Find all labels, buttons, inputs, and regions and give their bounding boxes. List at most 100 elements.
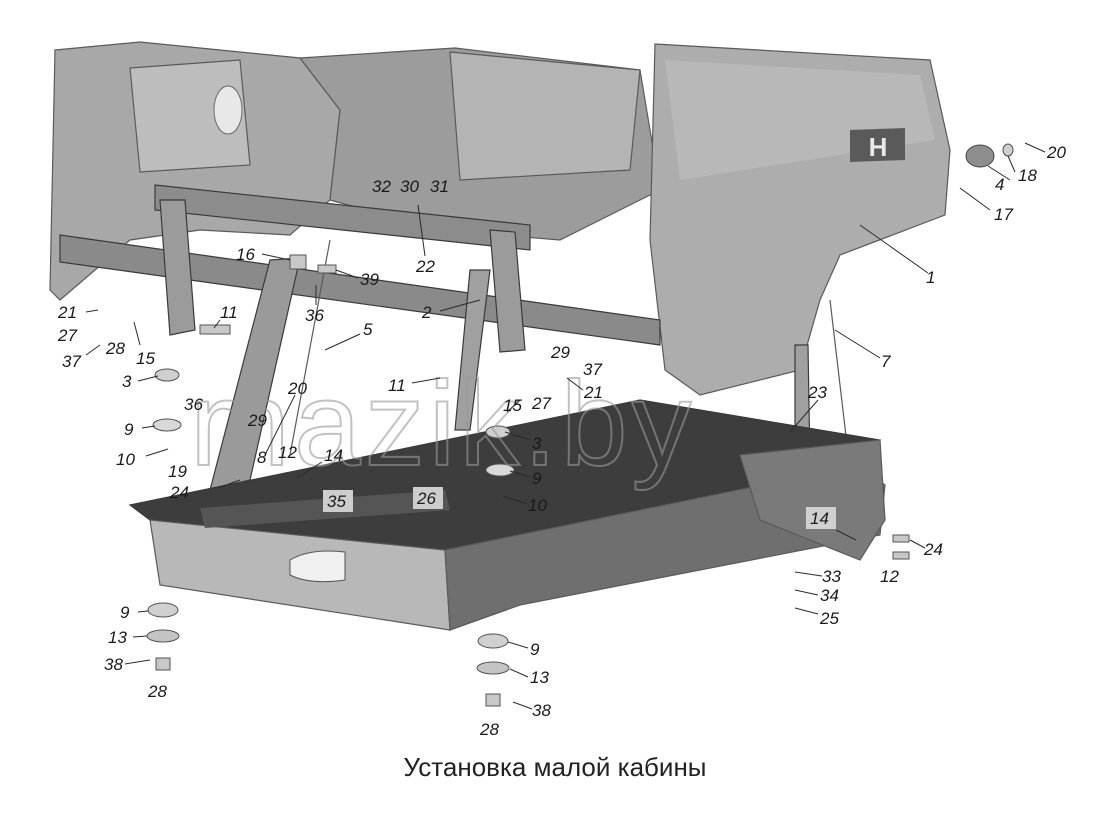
callout-9b: 9 bbox=[532, 469, 542, 488]
leader-c11a bbox=[213, 319, 221, 329]
leader-c3b bbox=[504, 431, 531, 441]
leader-c18 bbox=[1007, 155, 1016, 173]
callout-15b: 15 bbox=[503, 396, 522, 415]
callout-37b: 37 bbox=[583, 360, 602, 379]
bushing-4 bbox=[965, 144, 995, 168]
callout-17: 17 bbox=[994, 205, 1013, 224]
callout-1: 1 bbox=[926, 268, 935, 287]
callout-9c: 9 bbox=[120, 603, 130, 622]
middle-bracket bbox=[489, 229, 526, 353]
leader-c13b bbox=[509, 668, 529, 678]
callout-11a: 11 bbox=[220, 303, 238, 322]
cab-rear-wall: H bbox=[49, 41, 951, 396]
callout-22: 22 bbox=[415, 257, 435, 276]
callout-37a: 37 bbox=[62, 352, 81, 371]
callout-29b: 29 bbox=[247, 411, 267, 430]
washer-lower-mid-13 bbox=[476, 661, 510, 675]
leader-c38a bbox=[124, 659, 151, 665]
leader-c24b bbox=[909, 539, 926, 549]
callout-27a: 27 bbox=[57, 326, 77, 345]
lower-crossbar bbox=[59, 234, 661, 346]
washer-lower-left-13 bbox=[146, 629, 180, 643]
callout-14b: 14 bbox=[810, 509, 829, 528]
callout-31: 31 bbox=[430, 177, 449, 196]
callout-13a: 13 bbox=[108, 628, 127, 647]
callout-12b: 12 bbox=[880, 567, 899, 586]
leader-c16 bbox=[261, 253, 291, 261]
leader-c11b bbox=[411, 377, 441, 384]
leader-c15b bbox=[506, 399, 521, 413]
diagram-caption: Установка малой кабины bbox=[403, 752, 707, 782]
leader-c23 bbox=[789, 399, 819, 433]
callout-38a: 38 bbox=[104, 655, 123, 674]
callout-9d: 9 bbox=[530, 640, 540, 659]
callout-39: 39 bbox=[360, 270, 379, 289]
callout-2: 2 bbox=[421, 303, 432, 322]
callout-10a: 10 bbox=[116, 450, 135, 469]
callout-27b: 27 bbox=[531, 394, 551, 413]
leader-c3a bbox=[137, 375, 159, 382]
leader-c22 bbox=[417, 204, 426, 257]
bolt-39 bbox=[317, 264, 337, 274]
callout-3b: 3 bbox=[532, 434, 542, 453]
callout-4: 4 bbox=[995, 175, 1004, 194]
torsion-plate-assembly bbox=[209, 239, 861, 556]
washer-left-9 bbox=[152, 418, 182, 432]
leader-c21a bbox=[85, 309, 99, 313]
leader-c2 bbox=[439, 299, 481, 312]
rod-5 bbox=[289, 239, 331, 456]
mount-cushion-left-3 bbox=[154, 368, 180, 382]
callout-10b: 10 bbox=[528, 496, 547, 515]
leader-c25 bbox=[794, 607, 819, 615]
callout-33: 33 bbox=[822, 567, 841, 586]
callout-15a: 15 bbox=[136, 349, 155, 368]
leader-c5 bbox=[324, 333, 361, 351]
callout-14b-box bbox=[806, 507, 836, 529]
leader-c20a bbox=[1024, 142, 1046, 153]
callout-38b: 38 bbox=[532, 701, 551, 720]
middle-panel-window bbox=[449, 51, 641, 181]
washer-lower-left-9 bbox=[147, 602, 179, 618]
bolt-24a bbox=[892, 534, 910, 543]
callout-14a: 14 bbox=[324, 446, 343, 465]
callout-16: 16 bbox=[236, 245, 255, 264]
callout-28b: 28 bbox=[147, 682, 167, 701]
nut-lower-left-28 bbox=[155, 657, 171, 671]
leader-c9d bbox=[507, 641, 529, 649]
callout-26: 26 bbox=[416, 489, 436, 508]
leader-c9b bbox=[509, 470, 531, 478]
callout-35: 35 bbox=[327, 492, 346, 511]
leader-c21b bbox=[566, 377, 584, 391]
callout-3a: 3 bbox=[122, 372, 132, 391]
callout-26-box bbox=[413, 487, 443, 509]
left-panel-cutout bbox=[129, 59, 251, 173]
upper-crossbar bbox=[154, 184, 531, 251]
callout-19: 19 bbox=[168, 462, 187, 481]
callout-23: 23 bbox=[807, 383, 827, 402]
leader-c14b bbox=[835, 529, 857, 541]
left-rear-panel bbox=[49, 41, 341, 301]
callout-28c: 28 bbox=[479, 720, 499, 739]
callout-21b: 21 bbox=[583, 383, 603, 402]
leader-c20b bbox=[264, 394, 296, 456]
leader-c15a bbox=[133, 321, 141, 346]
callout-12a: 12 bbox=[278, 443, 297, 462]
leader-c34 bbox=[794, 589, 819, 596]
leader-c14a bbox=[296, 461, 323, 479]
leader-c4 bbox=[987, 165, 1011, 181]
leader-c7 bbox=[834, 329, 881, 359]
leader-c37a bbox=[85, 344, 101, 356]
cab-installation-diagram: H bbox=[49, 41, 1066, 739]
callout-18: 18 bbox=[1018, 166, 1037, 185]
hardware bbox=[146, 143, 1014, 707]
leader-c39 bbox=[335, 269, 359, 279]
callout-36b: 36 bbox=[305, 306, 324, 325]
leader-c24a bbox=[217, 479, 241, 489]
frame-right-face bbox=[739, 439, 886, 561]
leader-c13a bbox=[132, 635, 148, 638]
callout-28a: 28 bbox=[105, 339, 125, 358]
leader-c9c bbox=[137, 610, 149, 613]
frame-slot bbox=[289, 550, 346, 583]
h-emblem-letter: H bbox=[869, 132, 888, 162]
